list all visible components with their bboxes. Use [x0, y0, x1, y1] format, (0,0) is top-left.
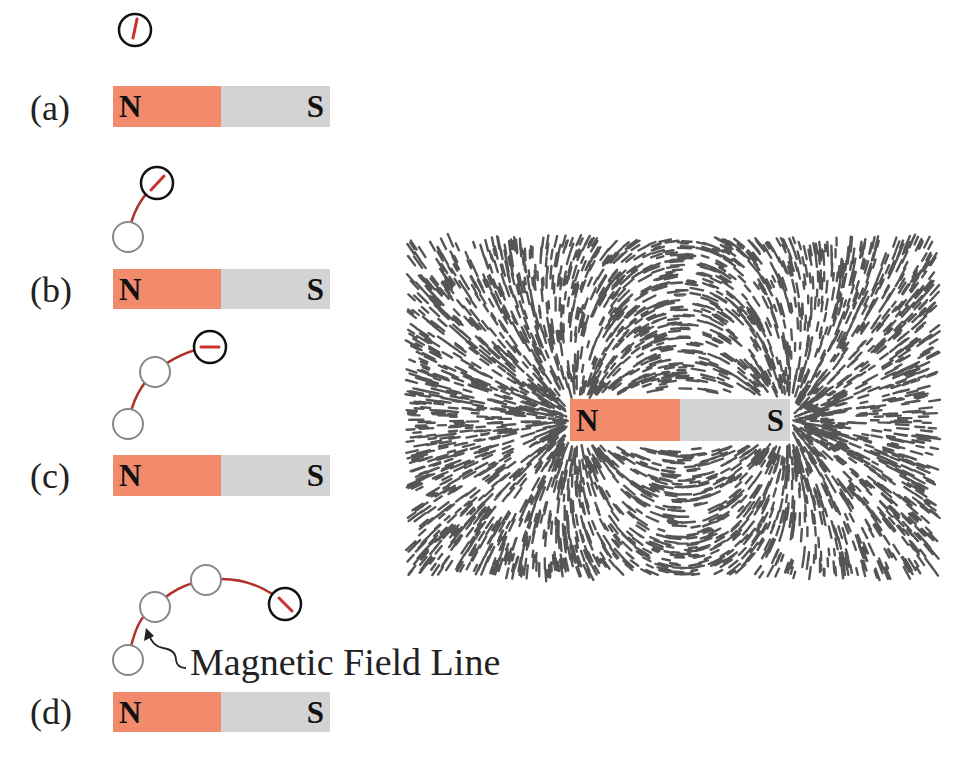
south-pole: S	[221, 455, 330, 496]
pole-letter: N	[119, 697, 141, 728]
south-pole: S	[680, 399, 790, 441]
pole-letter: N	[119, 274, 141, 305]
panel-label: (d)	[30, 694, 72, 730]
compass-trace	[113, 409, 143, 439]
compass	[269, 588, 301, 620]
pole-letter: S	[767, 405, 784, 436]
pole-letter: N	[576, 405, 598, 436]
pole-letter: S	[307, 274, 324, 305]
leader-arrowhead	[144, 628, 154, 641]
pole-letter: N	[119, 460, 141, 491]
compass-trace	[191, 565, 221, 595]
north-pole: N	[113, 269, 221, 309]
compass	[194, 331, 226, 363]
compass-trace	[113, 222, 143, 252]
pole-letter: S	[307, 460, 324, 491]
compass-trace	[113, 645, 143, 675]
pole-letter: S	[307, 91, 324, 122]
panel-label: (a)	[30, 90, 70, 126]
iron-filings	[406, 234, 941, 581]
south-pole: S	[221, 692, 330, 732]
north-pole: N	[570, 399, 680, 441]
panel-label: (c)	[30, 458, 70, 494]
filing-dashes	[406, 234, 941, 581]
north-pole: N	[113, 692, 221, 732]
callout-label: Magnetic Field Line	[190, 643, 500, 681]
pole-letter: S	[307, 697, 324, 728]
compass-trace	[140, 357, 170, 387]
compass	[141, 167, 173, 199]
compass-trace	[140, 592, 170, 622]
compass	[119, 14, 151, 46]
panel-label: (b)	[30, 272, 72, 308]
pole-letter: N	[119, 91, 141, 122]
north-pole: N	[113, 86, 221, 127]
south-pole: S	[221, 269, 330, 309]
north-pole: N	[113, 455, 221, 496]
leader-line	[149, 634, 186, 668]
south-pole: S	[221, 86, 330, 127]
